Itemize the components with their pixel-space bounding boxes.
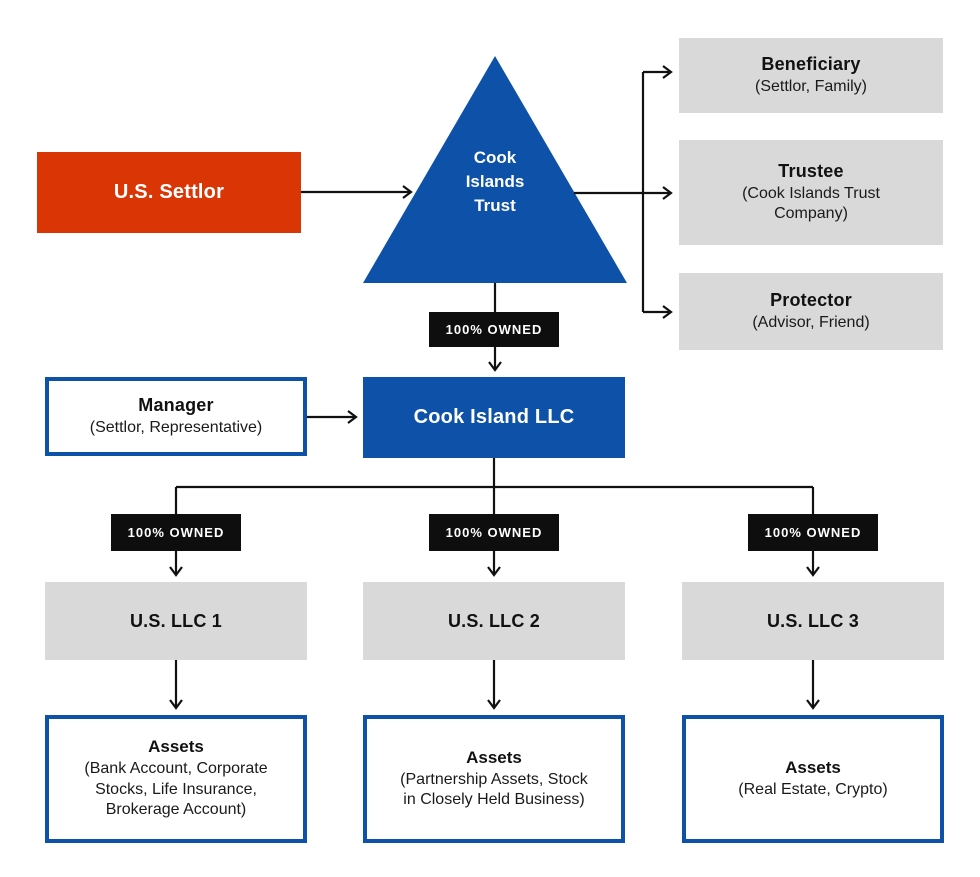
assets-box-1: Assets (Bank Account, Corporate Stocks, … <box>45 715 307 843</box>
assets-box-3: Assets (Real Estate, Crypto) <box>682 715 944 843</box>
assets-1-detail: (Bank Account, Corporate Stocks, Life In… <box>84 760 268 819</box>
trustee-subtitle: (Cook Islands Trust Company) <box>742 184 880 222</box>
trustee-title: Trustee <box>778 160 844 181</box>
assets-1-title: Assets <box>148 737 204 757</box>
us-llc-2-label: U.S. LLC 2 <box>447 610 540 631</box>
trust-triangle <box>363 56 627 283</box>
assets-3-detail: (Real Estate, Crypto) <box>738 780 888 798</box>
beneficiary-title: Beneficiary <box>761 53 861 74</box>
protector-box: Protector (Advisor, Friend) <box>679 273 943 350</box>
us-llc-3-label: U.S. LLC 3 <box>766 610 859 631</box>
us-settlor-box: U.S. Settlor <box>37 152 301 233</box>
assets-3-title: Assets <box>785 757 841 777</box>
owned-badge-llc2: 100% OWNED <box>429 514 559 551</box>
manager-box: Manager (Settlor, Representative) <box>45 377 307 456</box>
us-settlor-label: U.S. Settlor <box>113 181 225 203</box>
assets-2-title: Assets <box>466 747 522 767</box>
owned-badge-llc1: 100% OWNED <box>111 514 241 551</box>
us-llc-1-box: U.S. LLC 1 <box>45 582 307 660</box>
owned-badge-llc3: 100% OWNED <box>748 514 878 551</box>
manager-title: Manager <box>138 394 214 415</box>
cook-island-llc-box: Cook Island LLC <box>363 377 625 458</box>
beneficiary-subtitle: (Settlor, Family) <box>754 77 867 95</box>
protector-subtitle: (Advisor, Friend) <box>752 313 870 331</box>
protector-title: Protector <box>770 289 852 310</box>
owned-badge-trust: 100% OWNED <box>429 312 559 347</box>
assets-2-detail: (Partnership Assets, Stock in Closely He… <box>400 770 588 808</box>
us-llc-3-box: U.S. LLC 3 <box>682 582 944 660</box>
us-llc-2-box: U.S. LLC 2 <box>363 582 625 660</box>
trust-triangle-label: Cook Islands Trust <box>465 148 525 215</box>
us-llc-1-label: U.S. LLC 1 <box>129 610 222 631</box>
trustee-box: Trustee (Cook Islands Trust Company) <box>679 140 943 245</box>
manager-subtitle: (Settlor, Representative) <box>89 418 263 436</box>
cook-island-llc-label: Cook Island LLC <box>413 406 575 428</box>
assets-box-2: Assets (Partnership Assets, Stock in Clo… <box>363 715 625 843</box>
beneficiary-box: Beneficiary (Settlor, Family) <box>679 38 943 113</box>
